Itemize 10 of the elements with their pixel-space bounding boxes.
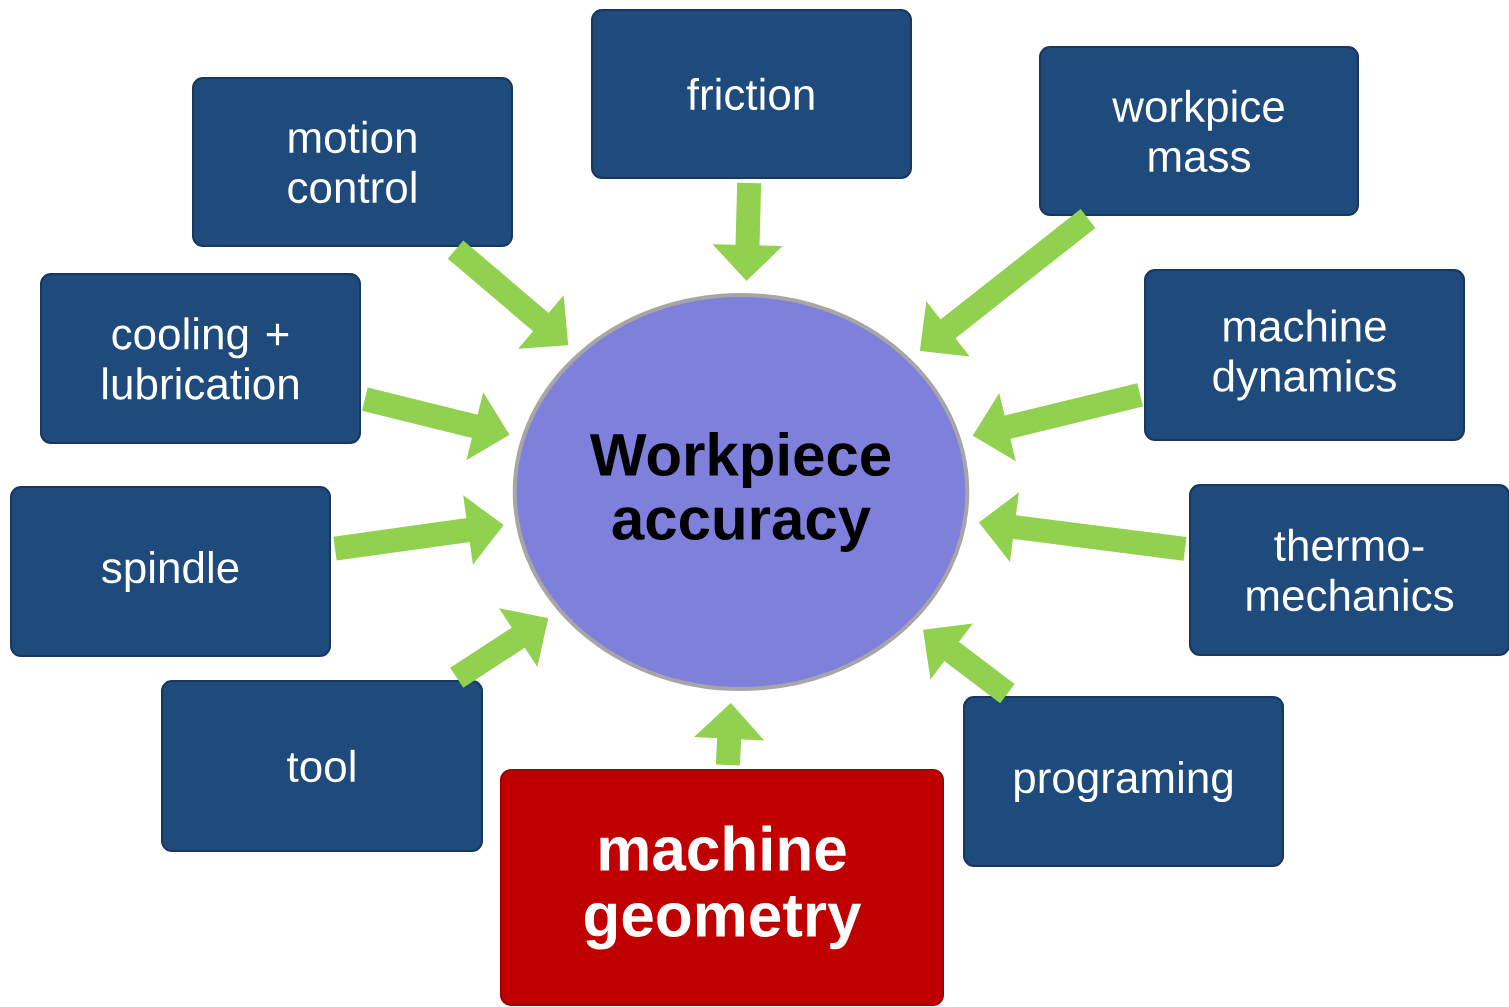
highlighted-box: machine geometry [500, 769, 944, 1006]
factor-box: motion control [192, 77, 513, 247]
factor-box: machine dynamics [1144, 269, 1465, 441]
factor-box: spindle [10, 486, 331, 657]
factor-box: friction [591, 9, 912, 179]
factor-box: tool [161, 680, 483, 852]
factor-box: thermo-mechanics [1189, 484, 1509, 656]
factor-box: cooling + lubrication [40, 273, 361, 444]
factor-box: programing [963, 696, 1284, 867]
factor-box: workpice mass [1039, 46, 1359, 216]
